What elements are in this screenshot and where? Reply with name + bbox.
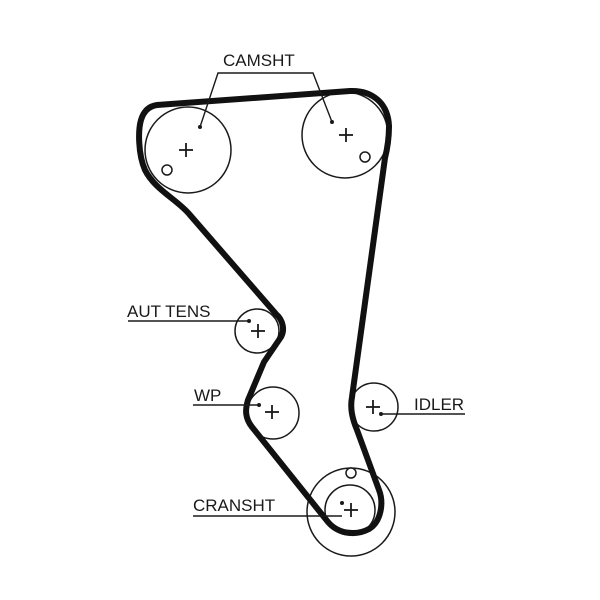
timing-belt: [136, 87, 392, 537]
camshaft-label: CAMSHT: [223, 51, 295, 70]
idler-label: IDLER: [414, 395, 464, 414]
crankshaft-pulley: [306, 467, 396, 557]
water-pump-label: WP: [194, 386, 221, 405]
crankshaft-label: CRANSHT: [193, 496, 275, 515]
leader-lines: [128, 72, 465, 517]
camshaft-pulley-left: [144, 106, 232, 194]
tensioner-label: AUT TENS: [127, 302, 210, 321]
idler-pulley: [349, 382, 399, 432]
camshaft-pulley-right: [301, 91, 389, 179]
tensioner-pulley: [234, 308, 280, 354]
